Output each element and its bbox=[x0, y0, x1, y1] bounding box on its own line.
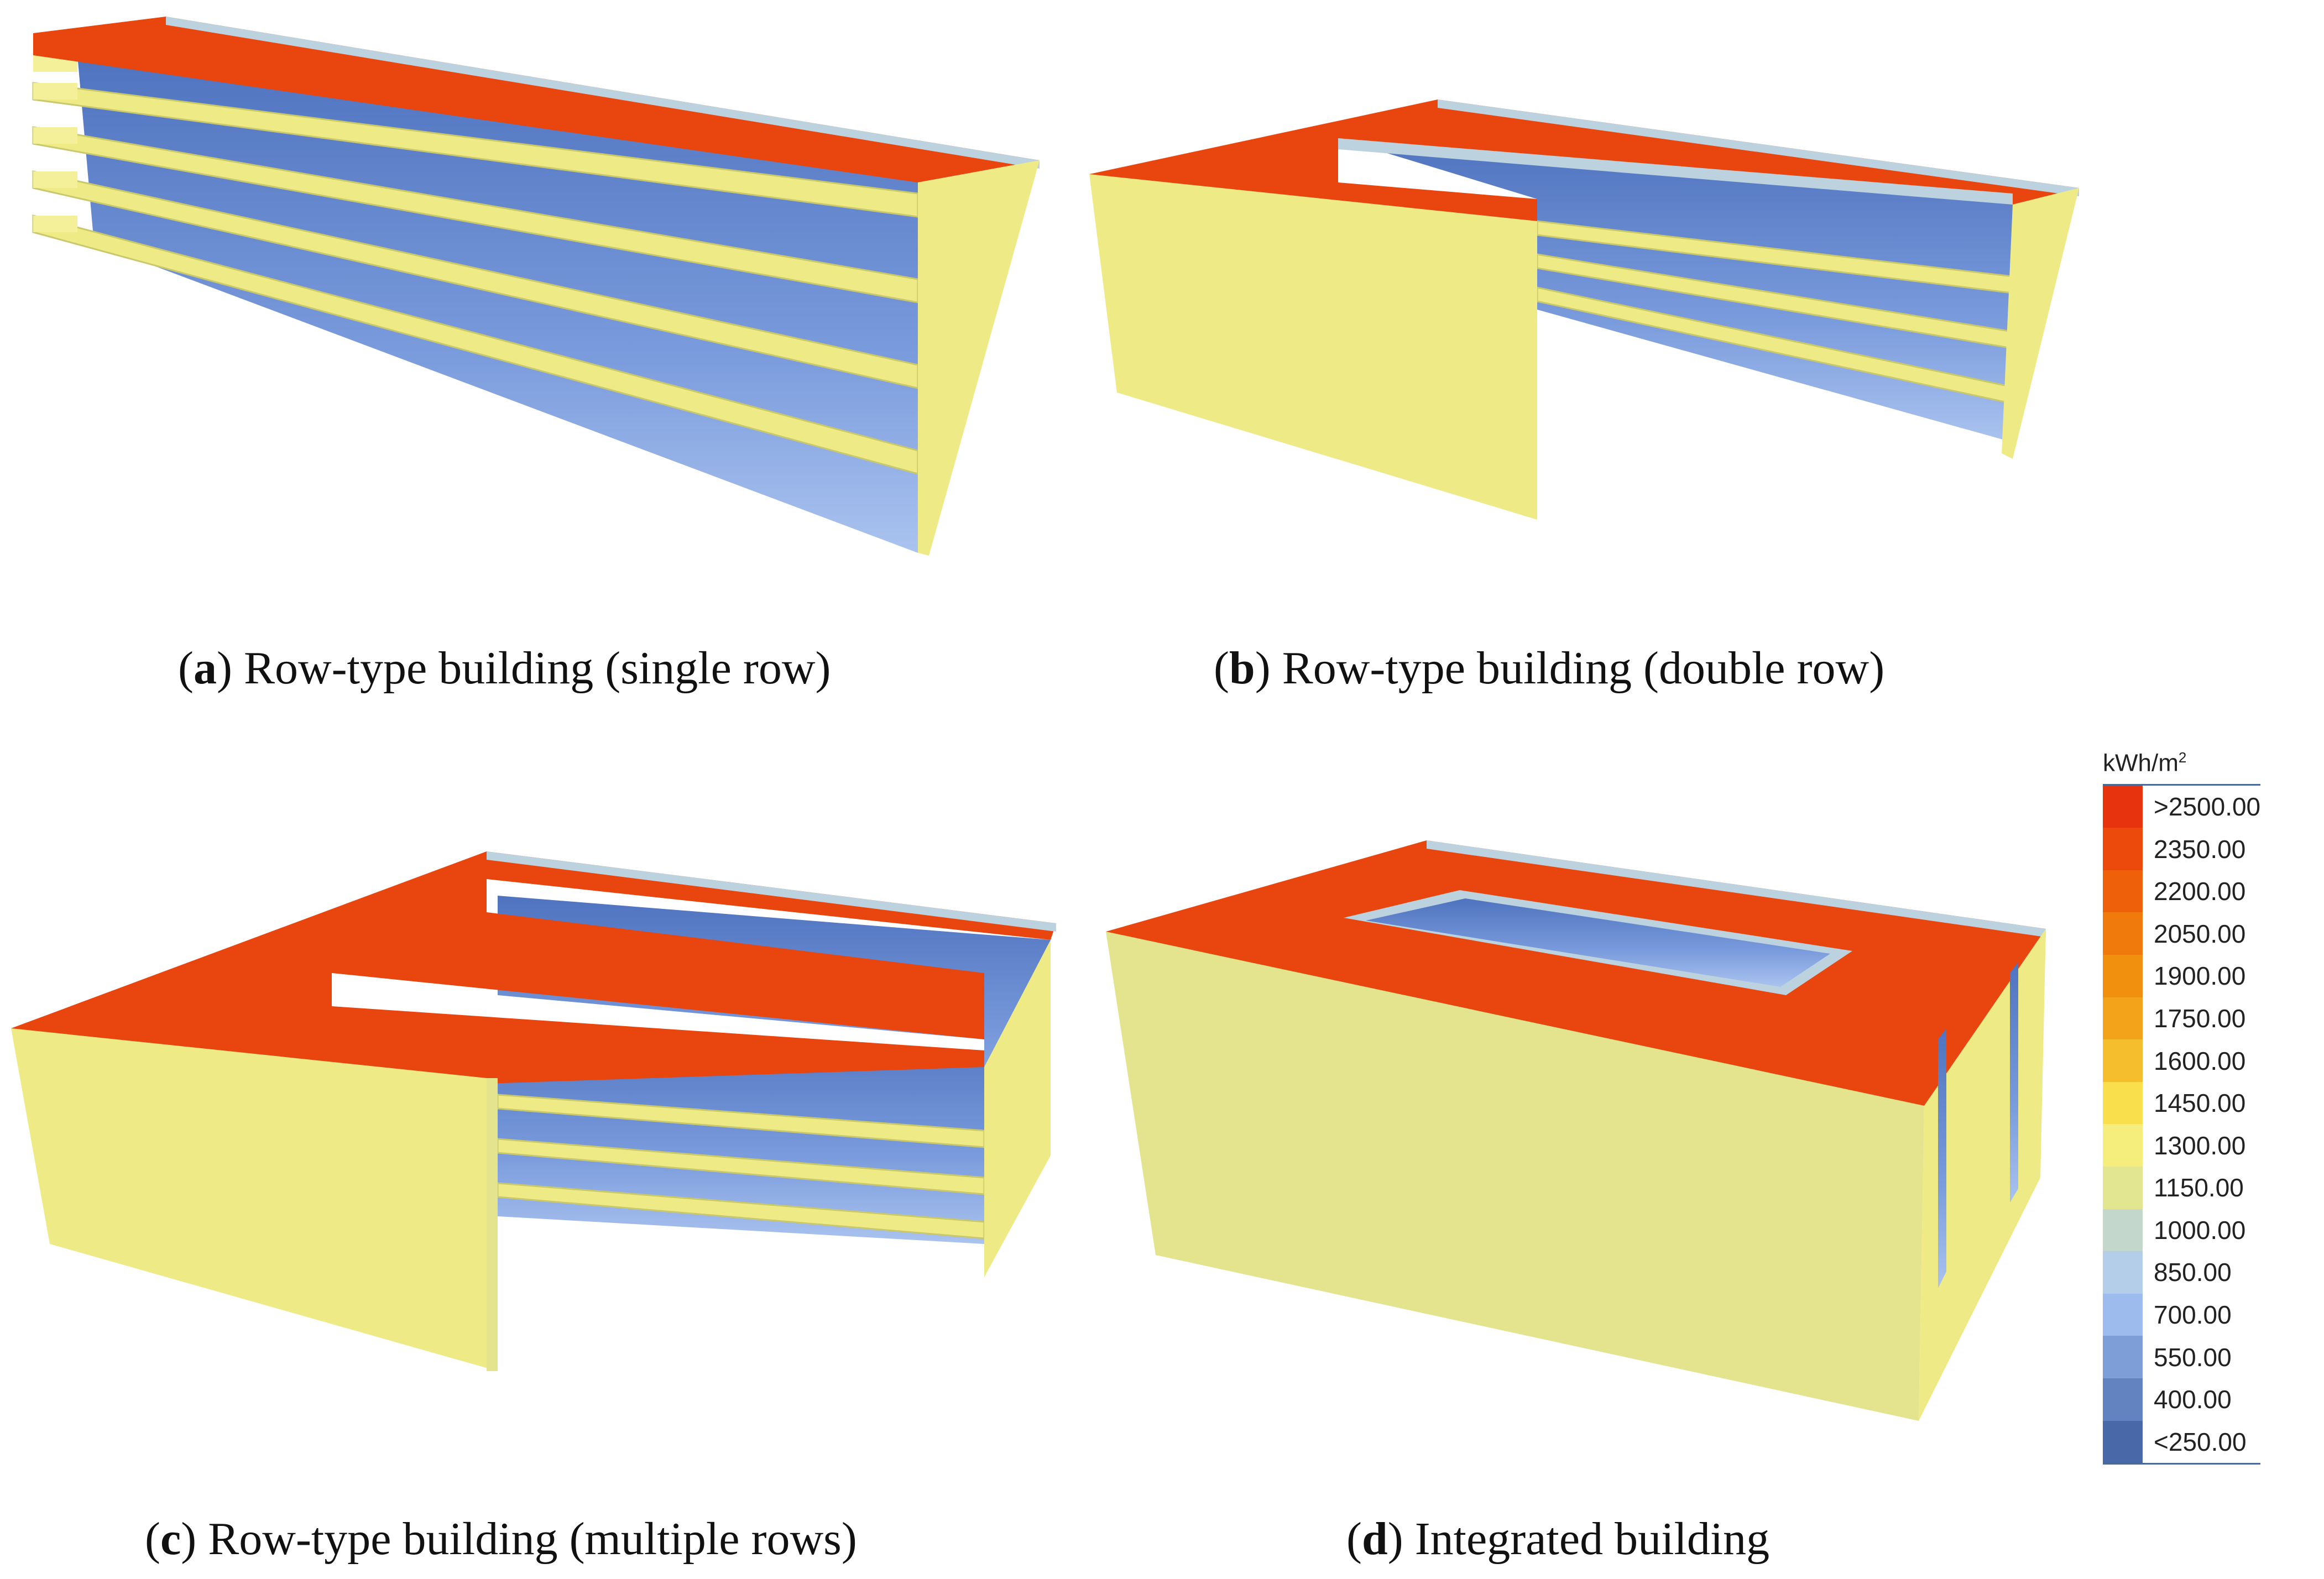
legend-rows: >2500.00 2350.00 2200.00 2050.00 1900.00 1750… bbox=[2103, 783, 2261, 1465]
legend-label: <250.00 bbox=[2154, 1427, 2247, 1456]
legend-label: 1300.00 bbox=[2154, 1131, 2246, 1160]
legend-item: 1450.00 bbox=[2103, 1081, 2260, 1125]
building-c-front-wall bbox=[11, 1028, 498, 1371]
legend-item: 700.00 bbox=[2103, 1293, 2260, 1336]
legend-label: 2350.00 bbox=[2154, 834, 2246, 864]
caption-b-text: Row-type building (double row) bbox=[1282, 642, 1885, 694]
legend-swatch bbox=[2103, 1039, 2143, 1082]
building-a-end-wall bbox=[918, 160, 1040, 556]
legend-swatch bbox=[2103, 1293, 2143, 1336]
caption-a: (a) Row-type building (single row) bbox=[178, 642, 831, 694]
legend-label: 1900.00 bbox=[2154, 961, 2246, 991]
legend-label: 1150.00 bbox=[2154, 1173, 2244, 1202]
legend-swatch bbox=[2103, 870, 2143, 913]
legend-swatch bbox=[2103, 785, 2143, 828]
legend-label: 2050.00 bbox=[2154, 919, 2246, 948]
caption-a-text: Row-type building (single row) bbox=[243, 642, 831, 694]
legend-label: 700.00 bbox=[2154, 1300, 2232, 1330]
building-a-roof bbox=[33, 17, 1040, 182]
legend-swatch bbox=[2103, 912, 2143, 955]
legend-item: 1300.00 bbox=[2103, 1124, 2260, 1167]
legend-swatch bbox=[2103, 1251, 2143, 1294]
legend-item: 850.00 bbox=[2103, 1251, 2260, 1294]
caption-d: (d) Integrated building bbox=[1346, 1513, 1770, 1565]
legend-swatch bbox=[2103, 1081, 2143, 1125]
building-a-parapet bbox=[166, 17, 1040, 169]
legend-swatch bbox=[2103, 1378, 2143, 1421]
legend-label: 550.00 bbox=[2154, 1342, 2232, 1372]
caption-c-letter: c bbox=[160, 1513, 181, 1565]
caption-d-letter: d bbox=[1361, 1513, 1388, 1565]
building-d-roof bbox=[1106, 840, 2046, 1106]
legend-swatch bbox=[2103, 1336, 2143, 1378]
legend-label: 1600.00 bbox=[2154, 1046, 2246, 1075]
legend-unit: kWh/m2 bbox=[2103, 749, 2260, 777]
legend-label: 1000.00 bbox=[2154, 1215, 2246, 1245]
legend-item: 2200.00 bbox=[2103, 870, 2260, 913]
legend-swatch bbox=[2103, 1420, 2143, 1463]
legend-swatch bbox=[2103, 1124, 2143, 1167]
building-a bbox=[32, 17, 1040, 556]
legend-swatch bbox=[2103, 1209, 2143, 1252]
legend-item: 400.00 bbox=[2103, 1378, 2260, 1421]
legend-item: 1000.00 bbox=[2103, 1209, 2260, 1252]
legend-label: 2200.00 bbox=[2154, 877, 2246, 906]
legend-swatch bbox=[2103, 1167, 2143, 1209]
legend-label: 850.00 bbox=[2154, 1258, 2232, 1287]
legend-swatch bbox=[2103, 955, 2143, 997]
legend-item: 1750.00 bbox=[2103, 997, 2260, 1040]
caption-a-letter: a bbox=[193, 642, 217, 694]
caption-b: (b) Row-type building (double row) bbox=[1214, 642, 1885, 694]
legend-item: 550.00 bbox=[2103, 1336, 2260, 1378]
legend-item: >2500.00 bbox=[2103, 785, 2261, 828]
legend-label: 1450.00 bbox=[2154, 1089, 2246, 1118]
legend-label: 1750.00 bbox=[2154, 1003, 2246, 1033]
caption-d-text: Integrated building bbox=[1414, 1513, 1770, 1565]
building-c bbox=[11, 851, 1056, 1371]
caption-c-text: Row-type building (multiple rows) bbox=[208, 1513, 857, 1565]
legend-item: 1900.00 bbox=[2103, 955, 2260, 997]
building-b-front-wall bbox=[1089, 174, 1537, 520]
building-d-front-wall bbox=[1106, 932, 1924, 1421]
building-b bbox=[1089, 100, 2079, 520]
caption-b-letter: b bbox=[1229, 642, 1255, 694]
legend-unit-base: kWh/m bbox=[2103, 749, 2179, 777]
legend-item: 2050.00 bbox=[2103, 912, 2260, 955]
color-legend: kWh/m2 >2500.00 2350.00 2200.00 2050.00 1900… bbox=[2103, 749, 2261, 1466]
legend-swatch bbox=[2103, 828, 2143, 870]
legend-item: 1150.00 bbox=[2103, 1167, 2260, 1209]
legend-label: >2500.00 bbox=[2154, 792, 2261, 821]
legend-swatch bbox=[2103, 997, 2143, 1040]
caption-c: (c) Row-type building (multiple rows) bbox=[145, 1513, 857, 1565]
legend-item: 2350.00 bbox=[2103, 828, 2260, 870]
building-c-roof bbox=[11, 851, 1056, 1100]
legend-unit-exp: 2 bbox=[2178, 749, 2187, 766]
legend-item: <250.00 bbox=[2103, 1420, 2260, 1463]
legend-label: 400.00 bbox=[2154, 1385, 2232, 1414]
building-d bbox=[1106, 840, 2046, 1421]
legend-item: 1600.00 bbox=[2103, 1039, 2260, 1082]
